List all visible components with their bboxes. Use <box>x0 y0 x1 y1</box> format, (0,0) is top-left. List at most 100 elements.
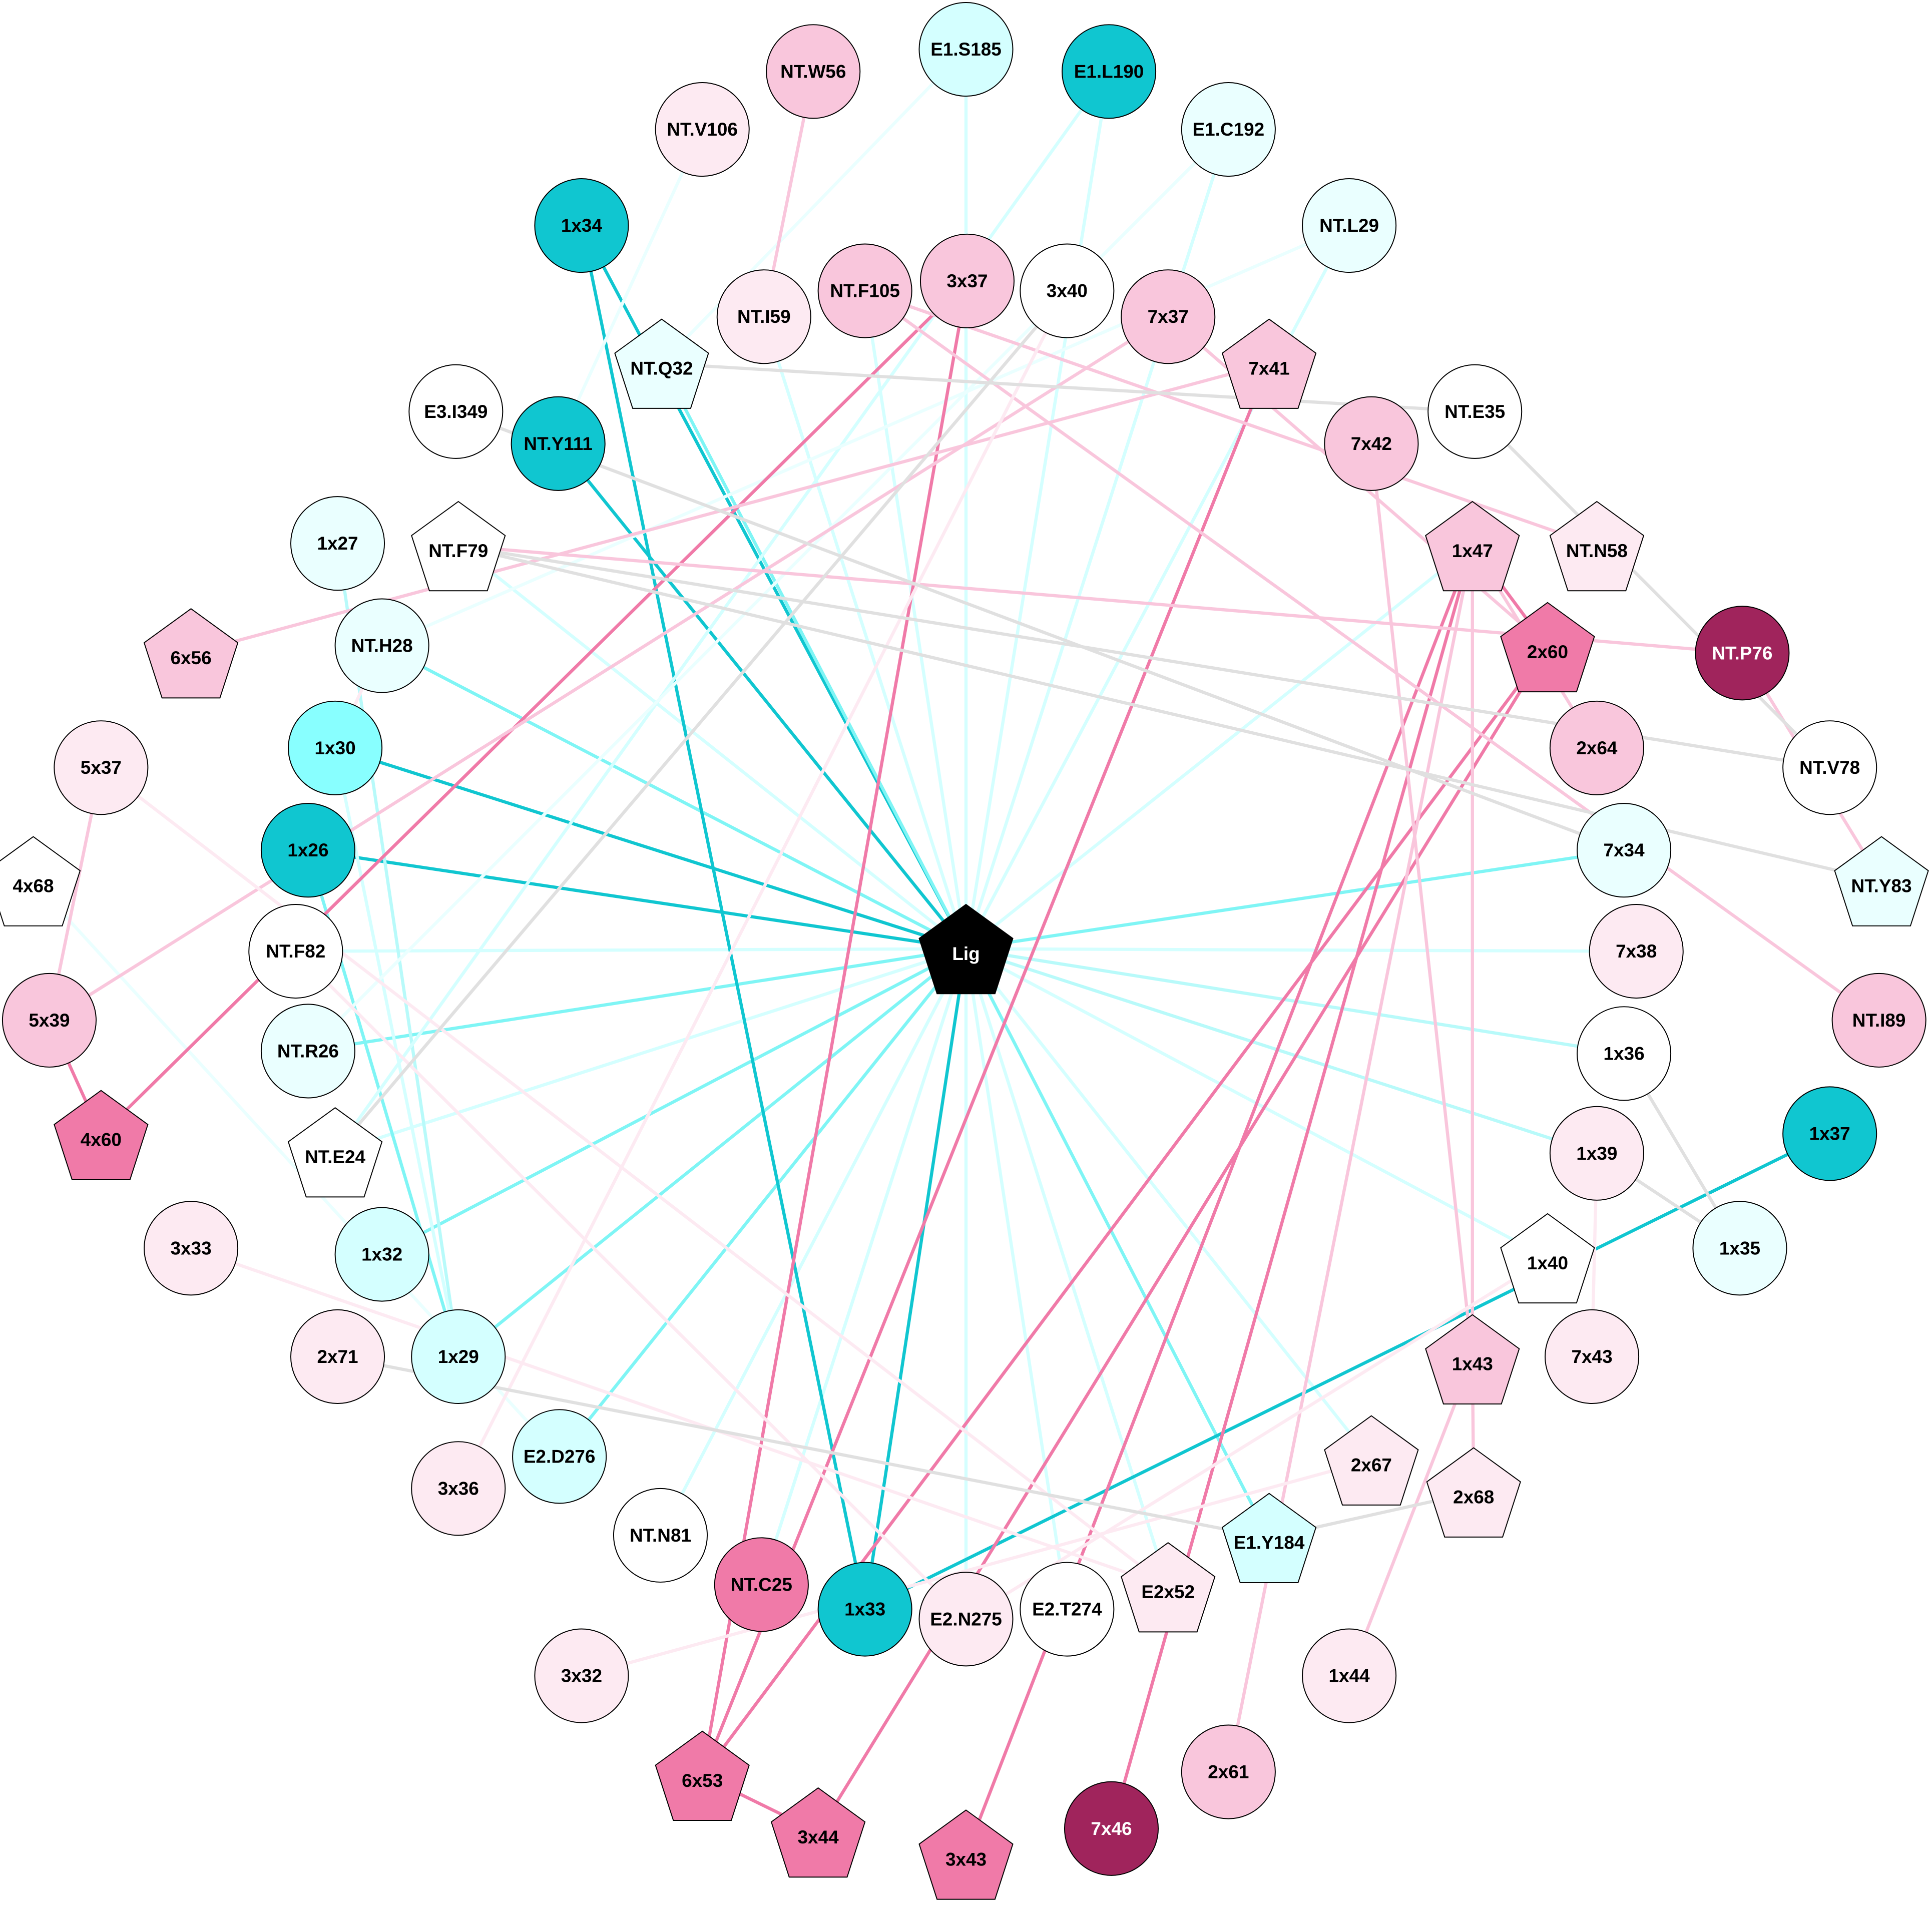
edge-lig-1x29 <box>457 947 968 1358</box>
node-nt-q32[interactable]: NT.Q32 <box>614 318 709 409</box>
node-label: 3x36 <box>438 1478 479 1499</box>
node-5x39[interactable]: 5x39 <box>2 973 97 1068</box>
node-label: NT.Q32 <box>630 358 693 379</box>
node-3x32[interactable]: 3x32 <box>534 1628 629 1723</box>
circle-shape <box>290 496 385 591</box>
node-label: NT.E35 <box>1444 401 1505 422</box>
node-1x34[interactable]: 1x34 <box>534 178 629 273</box>
node-nt-r26[interactable]: NT.R26 <box>260 1004 355 1099</box>
node-7x34[interactable]: 7x34 <box>1577 803 1672 898</box>
circle-shape <box>1545 1309 1640 1404</box>
node-nt-f79[interactable]: NT.F79 <box>411 501 506 592</box>
node-4x68[interactable]: 4x68 <box>0 836 81 926</box>
node-1x27[interactable]: 1x27 <box>290 496 385 591</box>
node-1x37[interactable]: 1x37 <box>1782 1086 1877 1181</box>
node-2x71[interactable]: 2x71 <box>290 1309 385 1404</box>
edge-lig-nt-r26 <box>307 947 967 1053</box>
node-nt-i89[interactable]: NT.I89 <box>1831 973 1926 1068</box>
node-e2-t274[interactable]: E2.T274 <box>1020 1562 1115 1657</box>
node-nt-e35[interactable]: NT.E35 <box>1427 364 1523 459</box>
circle-shape <box>411 1309 506 1404</box>
node-1x47[interactable]: 1x47 <box>1425 501 1520 592</box>
node-1x29[interactable]: 1x29 <box>411 1309 506 1404</box>
node-label: 1x36 <box>1604 1043 1645 1064</box>
node-1x36[interactable]: 1x36 <box>1577 1006 1672 1101</box>
circle-shape <box>288 700 383 795</box>
node-4x60[interactable]: 4x60 <box>54 1090 149 1180</box>
node-e1-l190[interactable]: E1.L190 <box>1062 24 1157 119</box>
node-e2x52[interactable]: E2x52 <box>1121 1542 1216 1633</box>
node-1x30[interactable]: 1x30 <box>288 700 383 795</box>
node-1x44[interactable]: 1x44 <box>1302 1628 1397 1723</box>
node-nt-n81[interactable]: NT.N81 <box>613 1488 708 1583</box>
node-7x41[interactable]: 7x41 <box>1221 318 1317 409</box>
circle-shape <box>512 1409 607 1504</box>
node-2x60[interactable]: 2x60 <box>1500 602 1595 693</box>
node-e1-s185[interactable]: E1.S185 <box>918 2 1014 97</box>
node-nt-e24[interactable]: NT.E24 <box>287 1107 383 1198</box>
node-6x56[interactable]: 6x56 <box>143 608 239 699</box>
node-label: 2x60 <box>1527 642 1568 662</box>
node-e1-c192[interactable]: E1.C192 <box>1181 82 1276 177</box>
node-nt-v78[interactable]: NT.V78 <box>1782 720 1877 815</box>
circle-shape <box>1064 1781 1159 1876</box>
node-3x44[interactable]: 3x44 <box>770 1787 866 1878</box>
node-nt-h28[interactable]: NT.H28 <box>334 598 429 693</box>
node-1x39[interactable]: 1x39 <box>1549 1106 1644 1201</box>
circle-shape <box>716 269 811 364</box>
pentagon-shape <box>54 1090 149 1180</box>
node-nt-l29[interactable]: NT.L29 <box>1302 178 1397 273</box>
node-label: 7x46 <box>1091 1818 1132 1839</box>
node-nt-f82[interactable]: NT.F82 <box>248 904 343 999</box>
circle-shape <box>817 243 912 338</box>
node-6x53[interactable]: 6x53 <box>655 1730 750 1821</box>
node-nt-v106[interactable]: NT.V106 <box>655 82 750 177</box>
node-3x33[interactable]: 3x33 <box>144 1201 239 1296</box>
node-3x37[interactable]: 3x37 <box>919 233 1015 328</box>
node-7x43[interactable]: 7x43 <box>1545 1309 1640 1404</box>
node-2x67[interactable]: 2x67 <box>1324 1415 1419 1506</box>
node-1x26[interactable]: 1x26 <box>260 803 355 898</box>
node-7x42[interactable]: 7x42 <box>1324 396 1419 491</box>
node-nt-p76[interactable]: NT.P76 <box>1695 606 1790 701</box>
node-label: 1x43 <box>1452 1354 1493 1374</box>
node-lig[interactable]: Lig <box>918 903 1014 995</box>
edge-lig-nt-q32 <box>660 362 968 950</box>
node-e3-i349[interactable]: E3.I349 <box>408 364 504 459</box>
node-nt-w56[interactable]: NT.W56 <box>766 24 861 119</box>
node-3x40[interactable]: 3x40 <box>1020 243 1115 338</box>
node-label: NT.Y83 <box>1851 876 1912 896</box>
node-1x40[interactable]: 1x40 <box>1500 1213 1595 1304</box>
node-7x46[interactable]: 7x46 <box>1064 1781 1159 1876</box>
node-nt-c25[interactable]: NT.C25 <box>714 1537 809 1632</box>
node-1x33[interactable]: 1x33 <box>817 1562 912 1657</box>
node-1x35[interactable]: 1x35 <box>1692 1201 1787 1296</box>
node-3x36[interactable]: 3x36 <box>411 1441 506 1536</box>
node-label: 7x42 <box>1351 433 1392 454</box>
node-2x61[interactable]: 2x61 <box>1181 1724 1276 1819</box>
node-1x32[interactable]: 1x32 <box>334 1207 429 1302</box>
node-nt-n58[interactable]: NT.N58 <box>1549 501 1645 592</box>
node-7x37[interactable]: 7x37 <box>1121 269 1216 364</box>
node-nt-i59[interactable]: NT.I59 <box>716 269 811 364</box>
node-2x64[interactable]: 2x64 <box>1549 700 1644 795</box>
node-2x68[interactable]: 2x68 <box>1426 1447 1521 1538</box>
node-3x43[interactable]: 3x43 <box>918 1809 1014 1900</box>
node-e2-n275[interactable]: E2.N275 <box>918 1572 1014 1667</box>
edge-lig-nt-y111 <box>557 442 968 950</box>
node-5x37[interactable]: 5x37 <box>54 720 149 815</box>
node-nt-y83[interactable]: NT.Y83 <box>1834 836 1929 926</box>
node-nt-y111[interactable]: NT.Y111 <box>511 396 606 491</box>
edge-1x47-7x46 <box>1110 545 1474 1829</box>
node-label: E1.Y184 <box>1234 1533 1305 1553</box>
node-label: E1.S185 <box>930 39 1002 60</box>
node-1x43[interactable]: 1x43 <box>1425 1314 1520 1404</box>
node-nt-f105[interactable]: NT.F105 <box>817 243 912 338</box>
node-label: 1x44 <box>1329 1666 1370 1686</box>
circle-shape <box>1549 700 1644 795</box>
node-e2-d276[interactable]: E2.D276 <box>512 1409 607 1504</box>
node-7x38[interactable]: 7x38 <box>1589 904 1684 999</box>
node-label: 5x37 <box>81 757 122 778</box>
circle-shape <box>260 1004 355 1099</box>
node-e1-y184[interactable]: E1.Y184 <box>1221 1493 1317 1583</box>
